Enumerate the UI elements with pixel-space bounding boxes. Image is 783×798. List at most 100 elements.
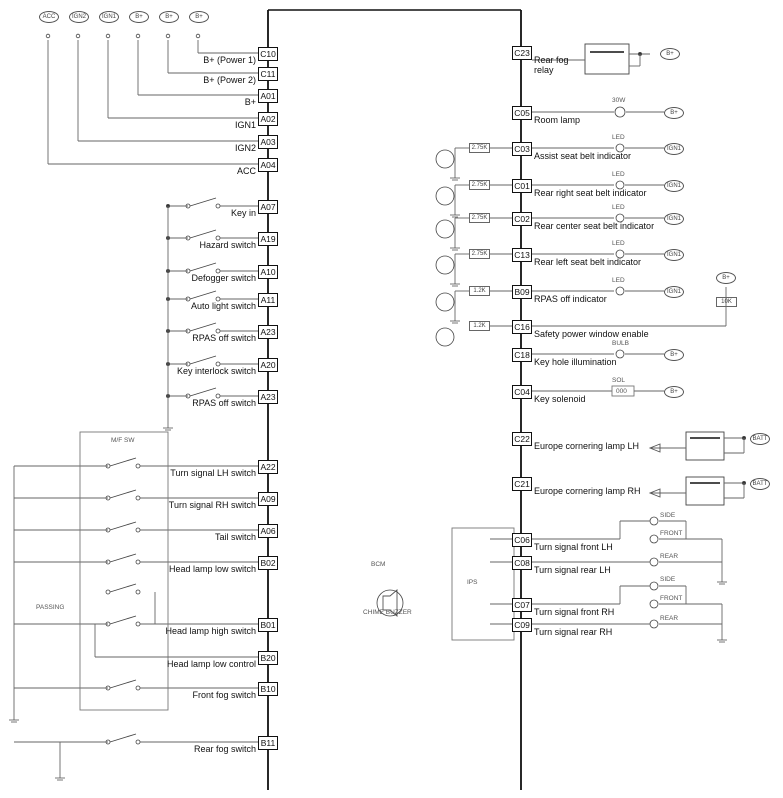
lamp-arrow-icon [648, 488, 661, 498]
coil-label: 000 [616, 388, 627, 395]
led-label: LED [612, 240, 625, 247]
connector-pin: A01 [258, 89, 278, 103]
input-switch-contact [215, 328, 221, 334]
mf-switch-box [79, 431, 169, 711]
lamp-icon [614, 106, 626, 118]
connector-pin: A23 [258, 325, 278, 339]
transistor-icon [435, 149, 455, 169]
input-switch-contact [215, 203, 221, 209]
front-label: FRONT [660, 530, 683, 537]
fuse-terminal [195, 33, 201, 39]
connector-pin: A06 [258, 524, 278, 538]
mf-switch-contact [135, 463, 141, 469]
connector-pin: A22 [258, 460, 278, 474]
pin-label: Rear fog relay [534, 55, 569, 75]
connector-pin: C16 [512, 320, 532, 334]
supply-node: B+ [129, 11, 149, 23]
connector-pin: B09 [512, 285, 532, 299]
connector-pin: A23 [258, 390, 278, 404]
supply-node: B+ [159, 11, 179, 23]
supply-node: IGN1 [664, 286, 684, 298]
chime-label: CHIME BUZZER [363, 609, 412, 616]
pin-label: IGN2 [234, 143, 256, 153]
pin-label: Turn signal LH switch [170, 468, 256, 478]
chime-buzzer-icon [382, 589, 398, 617]
pin-label: Key in [230, 208, 256, 218]
resistor: 2.75K [469, 213, 490, 223]
transistor-icon [435, 186, 455, 206]
side-lamp-icon [649, 516, 659, 526]
pin-label: RPAS off switch [192, 398, 256, 408]
input-switch-contact [215, 296, 221, 302]
pin-label: Tail switch [214, 532, 256, 542]
connector-pin: C21 [512, 477, 532, 491]
mf-switch-contact [135, 495, 141, 501]
connector-pin: B10 [258, 682, 278, 696]
led-icon [615, 213, 625, 223]
sol-label: SOL [612, 377, 626, 384]
passing-switch-contact [105, 589, 111, 595]
input-switch [189, 197, 217, 207]
supply-node: BATT [750, 478, 770, 490]
connector-pin: C03 [512, 142, 532, 156]
mf-switch [109, 679, 137, 689]
input-switch [189, 262, 217, 272]
led-label: LED [612, 134, 625, 141]
connector-pin: C13 [512, 248, 532, 262]
passing-switch-contact [135, 589, 141, 595]
mf-switch-label: M/F SW [111, 437, 135, 444]
connector-pin: B02 [258, 556, 278, 570]
connector-pin: B01 [258, 618, 278, 632]
ips-box [451, 527, 515, 641]
mf-switch [109, 553, 137, 563]
led-icon [615, 249, 625, 259]
input-switch-contact [215, 361, 221, 367]
passing-switch [109, 583, 137, 593]
pin-label: Turn signal front LH [534, 542, 613, 552]
rear-label: REAR [660, 553, 679, 560]
transistor-icon [435, 292, 455, 312]
cornering-relay [685, 431, 725, 461]
connector-pin: C18 [512, 348, 532, 362]
mf-switch-contact [135, 527, 141, 533]
cornering-relay [685, 476, 725, 506]
mf-switch-contact [135, 559, 141, 565]
led-label: LED [612, 204, 625, 211]
pin-label: Key interlock switch [176, 366, 256, 376]
input-switch [189, 229, 217, 239]
supply-node: ACC [39, 11, 59, 23]
pin-label: B+ (Power 2) [203, 75, 256, 85]
pin-label: Rear fog switch [193, 744, 256, 754]
connector-pin: C08 [512, 556, 532, 570]
resistor: 1.2K [469, 321, 490, 331]
pin-label: Head lamp low control [166, 659, 256, 669]
mf-switch [109, 521, 137, 531]
connector-pin: A09 [258, 492, 278, 506]
pin-label: Rear left seat belt indicator [534, 257, 642, 267]
mf-switch [109, 489, 137, 499]
input-switch [189, 290, 217, 300]
resistor: 2.75K [469, 143, 490, 153]
pin-label: Turn signal front RH [534, 607, 615, 617]
connector-pin: C11 [258, 67, 278, 81]
supply-node: B+ [660, 48, 680, 60]
pin-label: Rear center seat belt indicator [534, 221, 655, 231]
fuse-terminal [105, 33, 111, 39]
supply-node: B+ [664, 107, 684, 119]
pin-label: IGN1 [234, 120, 256, 130]
supply-node: BATT [750, 433, 770, 445]
supply-node: IGN1 [664, 180, 684, 192]
supply-node: B+ [664, 386, 684, 398]
pin-label: Key hole illumination [534, 357, 617, 367]
supply-node: IGN1 [664, 249, 684, 261]
supply-node: IGN1 [664, 213, 684, 225]
pin-label: Turn signal rear LH [534, 565, 611, 575]
pin-label: B+ [244, 97, 256, 107]
supply-node: B+ [716, 272, 736, 284]
pin-label: Turn signal rear RH [534, 627, 613, 637]
supply-node: B+ [189, 11, 209, 23]
input-switch [189, 355, 217, 365]
connector-pin: A03 [258, 135, 278, 149]
